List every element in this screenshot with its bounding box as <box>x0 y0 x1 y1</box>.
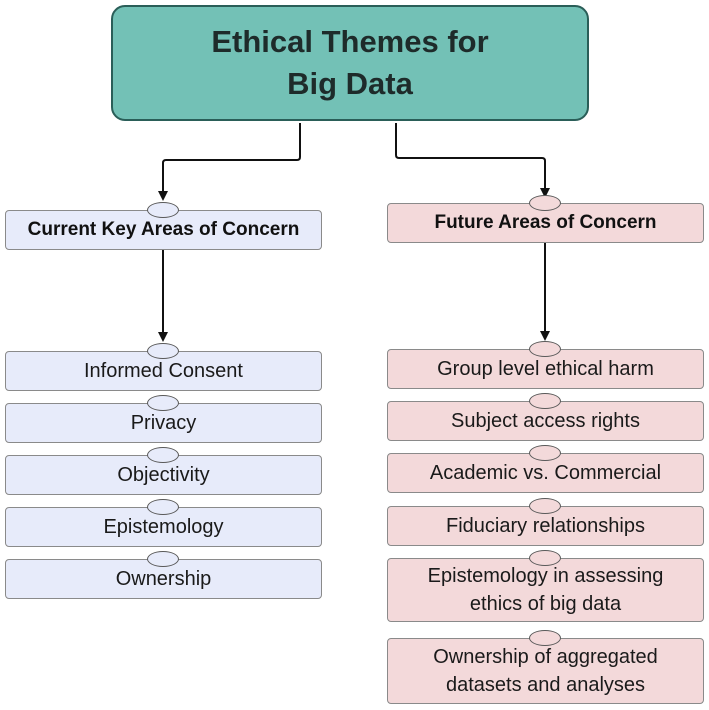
connector-knob <box>529 393 561 409</box>
current-item-label: Objectivity <box>117 464 210 486</box>
future-item-label: Group level ethical harm <box>437 358 654 380</box>
title-box: Ethical Themes for Big Data <box>111 5 589 121</box>
current-item-label: Privacy <box>130 412 197 434</box>
connector-knob <box>147 447 179 463</box>
current-item-objectivity: Objectivity <box>5 455 322 495</box>
current-item-label: Epistemology <box>103 516 224 538</box>
current-item-epistemology: Epistemology <box>5 507 322 547</box>
current-item-label: Informed Consent <box>84 360 243 382</box>
future-item-subject-access-rights: Subject access rights <box>387 401 704 441</box>
connector-knob <box>147 551 179 567</box>
connector-knob <box>147 343 179 359</box>
connector-title-to-future <box>395 123 550 198</box>
future-item-ownership-aggregated-datasets: Ownership of aggregated datasets and ana… <box>387 638 704 704</box>
future-concerns-header-label: Future Areas of Concern <box>434 212 657 233</box>
connector-knob <box>529 445 561 461</box>
connector-knob <box>529 550 561 566</box>
future-item-label: Epistemology in assessing ethics of big … <box>427 565 664 615</box>
connector-knob <box>529 630 561 646</box>
future-item-label: Academic vs. Commercial <box>429 462 662 484</box>
future-item-label: Ownership of aggregated datasets and ana… <box>433 646 658 696</box>
connector-knob <box>529 195 561 211</box>
connector-knob <box>529 498 561 514</box>
future-item-label: Subject access rights <box>451 410 640 432</box>
future-item-epistemology-assessing-ethics: Epistemology in assessing ethics of big … <box>387 558 704 622</box>
current-item-informed-consent: Informed Consent <box>5 351 322 391</box>
future-item-label: Fiduciary relationships <box>446 515 645 537</box>
connector-knob <box>147 395 179 411</box>
current-item-label: Ownership <box>115 568 212 590</box>
connector-knob <box>529 341 561 357</box>
current-concerns-header-label: Current Key Areas of Concern <box>27 219 300 240</box>
connector-title-to-current <box>158 123 301 201</box>
diagram-title: Ethical Themes for Big Data <box>211 24 489 101</box>
connector-knob <box>147 499 179 515</box>
connector-knob <box>147 202 179 218</box>
